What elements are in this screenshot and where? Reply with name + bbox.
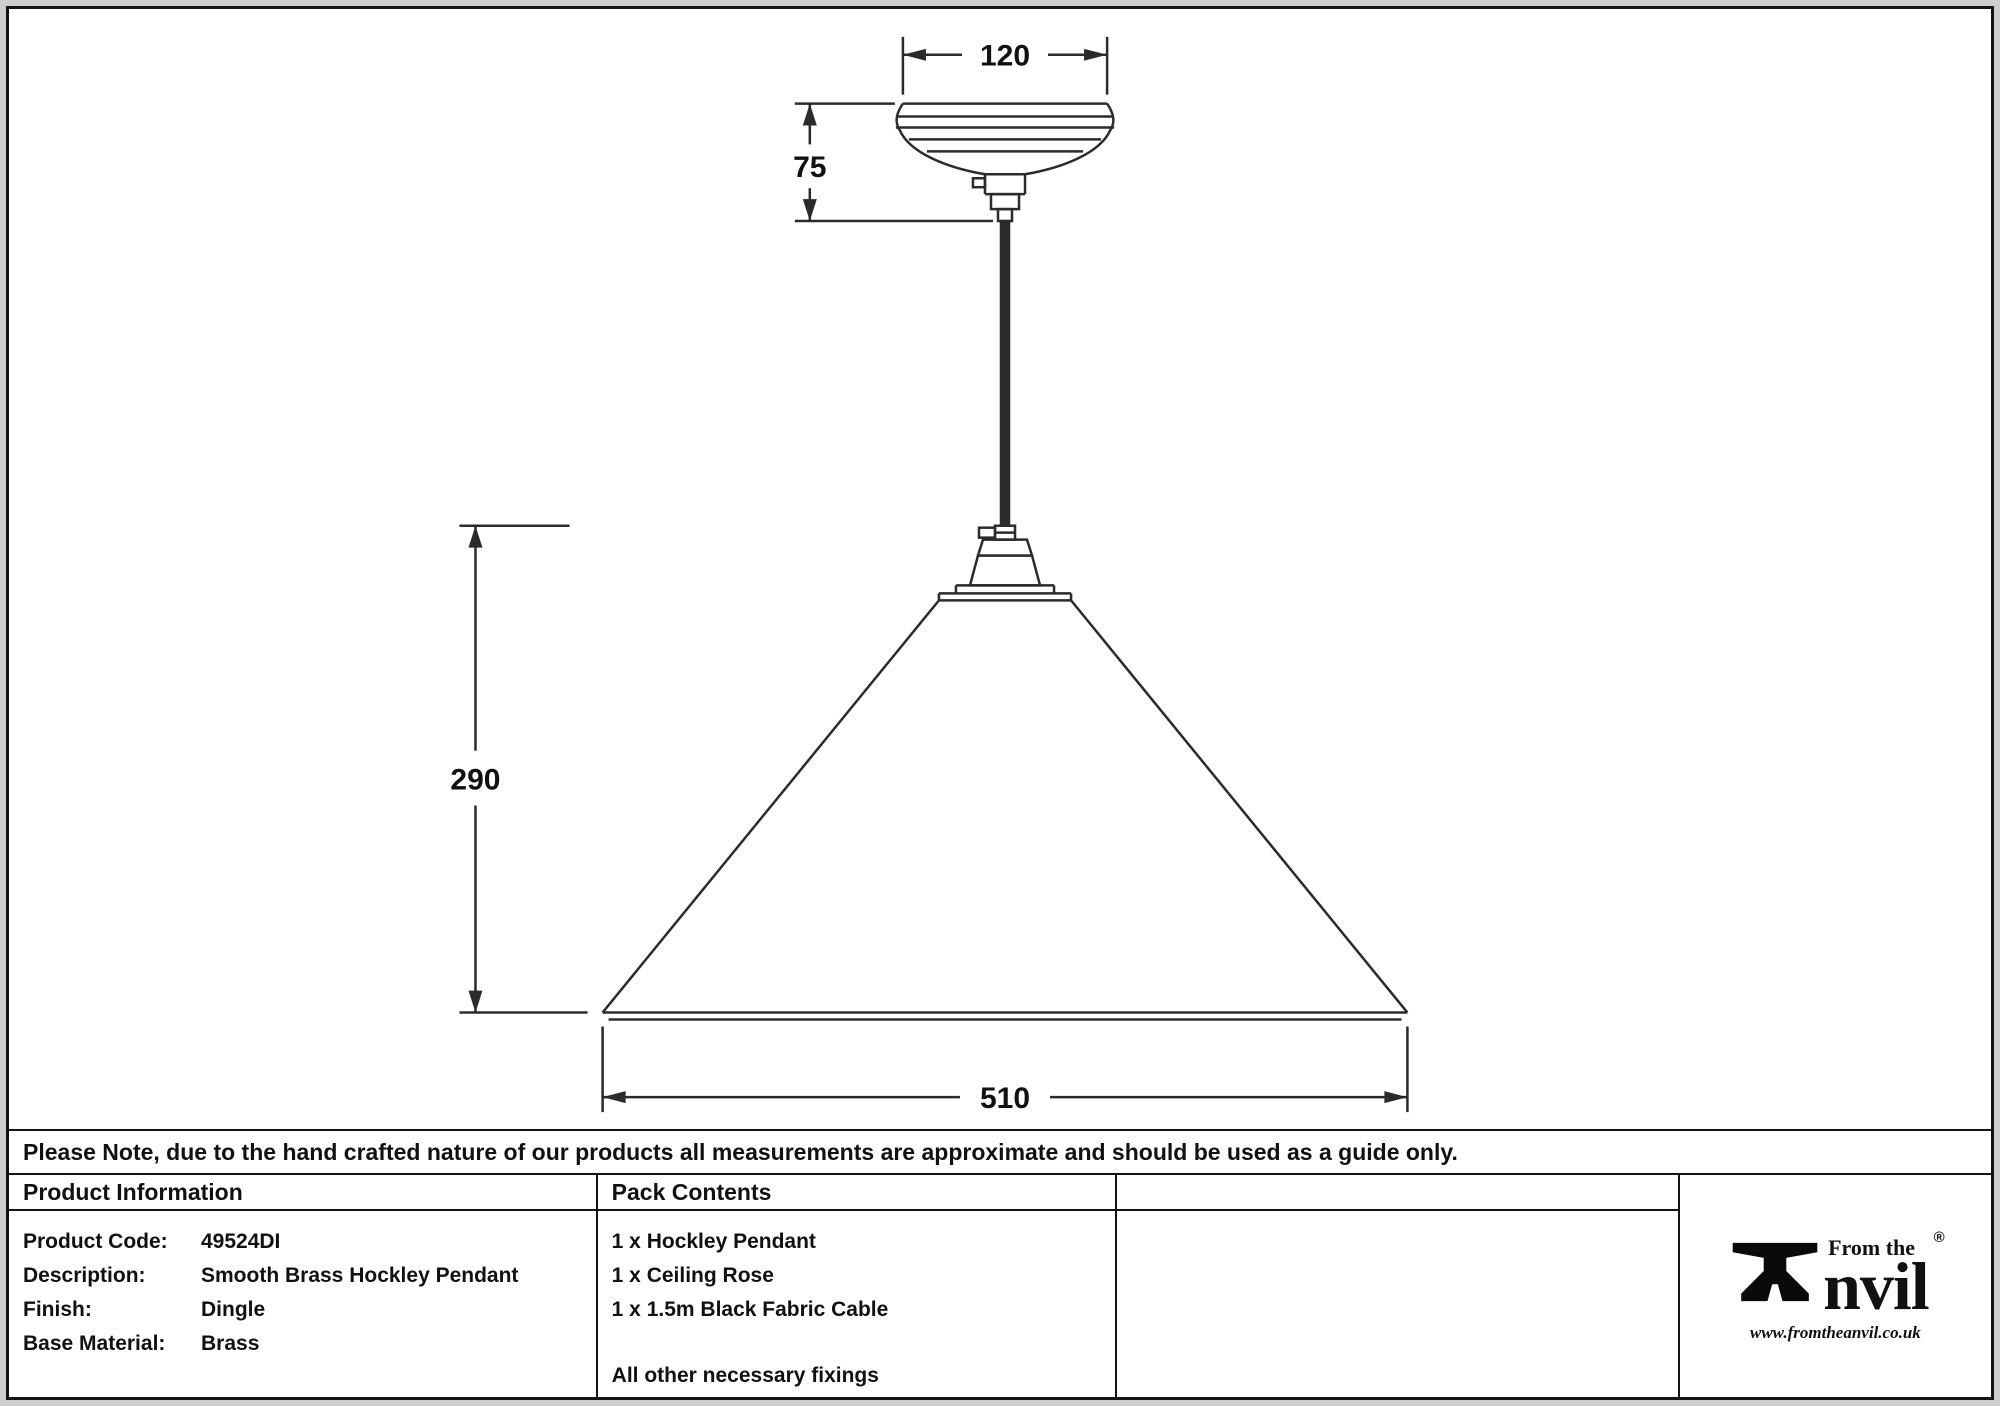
table-row: Product Code: 49524DI [23,1225,596,1259]
measurement-note-bar: Please Note, due to the hand crafted nat… [9,1129,1991,1173]
product-info-header: Product Information [9,1175,596,1211]
finish-label: Finish: [23,1298,92,1321]
finish-value: Dingle [201,1298,266,1321]
product-info-table: Product Information Product Code: 49524D… [9,1173,1991,1397]
dim-shade-height-label: 290 [450,764,500,797]
brand-tagline: From the [1828,1235,1916,1261]
pack-contents-column: Pack Contents 1 x Hockley Pendant 1 x Ce… [595,1175,1115,1397]
list-item: 1 x 1.5m Black Fabric Cable [611,1298,889,1321]
product-code-value: 49524DI [201,1230,281,1253]
brand-wordmark: From the nvil ® [1823,1229,1945,1325]
pendant-drawing-svg: 120 75 290 510 [450,36,1409,1115]
product-info-column: Product Information Product Code: 49524D… [9,1175,596,1397]
brand-name-text: nvil [1823,1248,1930,1325]
spec-sheet-page: 120 75 290 510 Please Note, due to the h… [6,6,1994,1400]
table-row: Base Material: Brass [23,1327,596,1361]
registered-mark-icon: ® [1933,1229,1945,1247]
dim-rose-width-label: 120 [980,40,1030,73]
base-material-label: Base Material: [23,1332,166,1355]
measurement-note-text: Please Note, due to the hand crafted nat… [23,1138,1458,1165]
list-item: 1 x Ceiling Rose [611,1264,774,1287]
list-item: All other necessary fixings [611,1364,879,1387]
pack-contents-header: Pack Contents [597,1175,1115,1211]
base-material-value: Brass [201,1332,260,1355]
description-label: Description: [23,1264,146,1287]
description-value: Smooth Brass Hockley Pendant [201,1264,519,1287]
empty-column [1114,1175,1678,1397]
pack-contents-body: 1 x Hockley Pendant 1 x Ceiling Rose 1 x… [598,1211,1115,1393]
brand-url: www.fromtheanvil.co.uk [1749,1323,1921,1342]
dim-rose-height-label: 75 [793,151,826,184]
dim-shade-width-label: 510 [980,1082,1030,1115]
anvil-icon [1732,1242,1818,1302]
product-code-label: Product Code: [23,1230,168,1253]
pendant-technical-drawing: 120 75 290 510 [9,9,1991,1129]
empty-column-header [1116,1175,1678,1211]
table-row: Finish: Dingle [23,1293,596,1327]
list-item: 1 x Hockley Pendant [611,1230,816,1253]
anvil-logo: From the nvil ® [1728,1229,1945,1325]
brand-logo-cell: From the nvil ® www.fromtheanvil.co.uk [1677,1175,1991,1397]
table-row: Description: Smooth Brass Hockley Pendan… [23,1259,596,1293]
product-info-body: Product Code: 49524DI Description: Smoot… [9,1211,596,1361]
